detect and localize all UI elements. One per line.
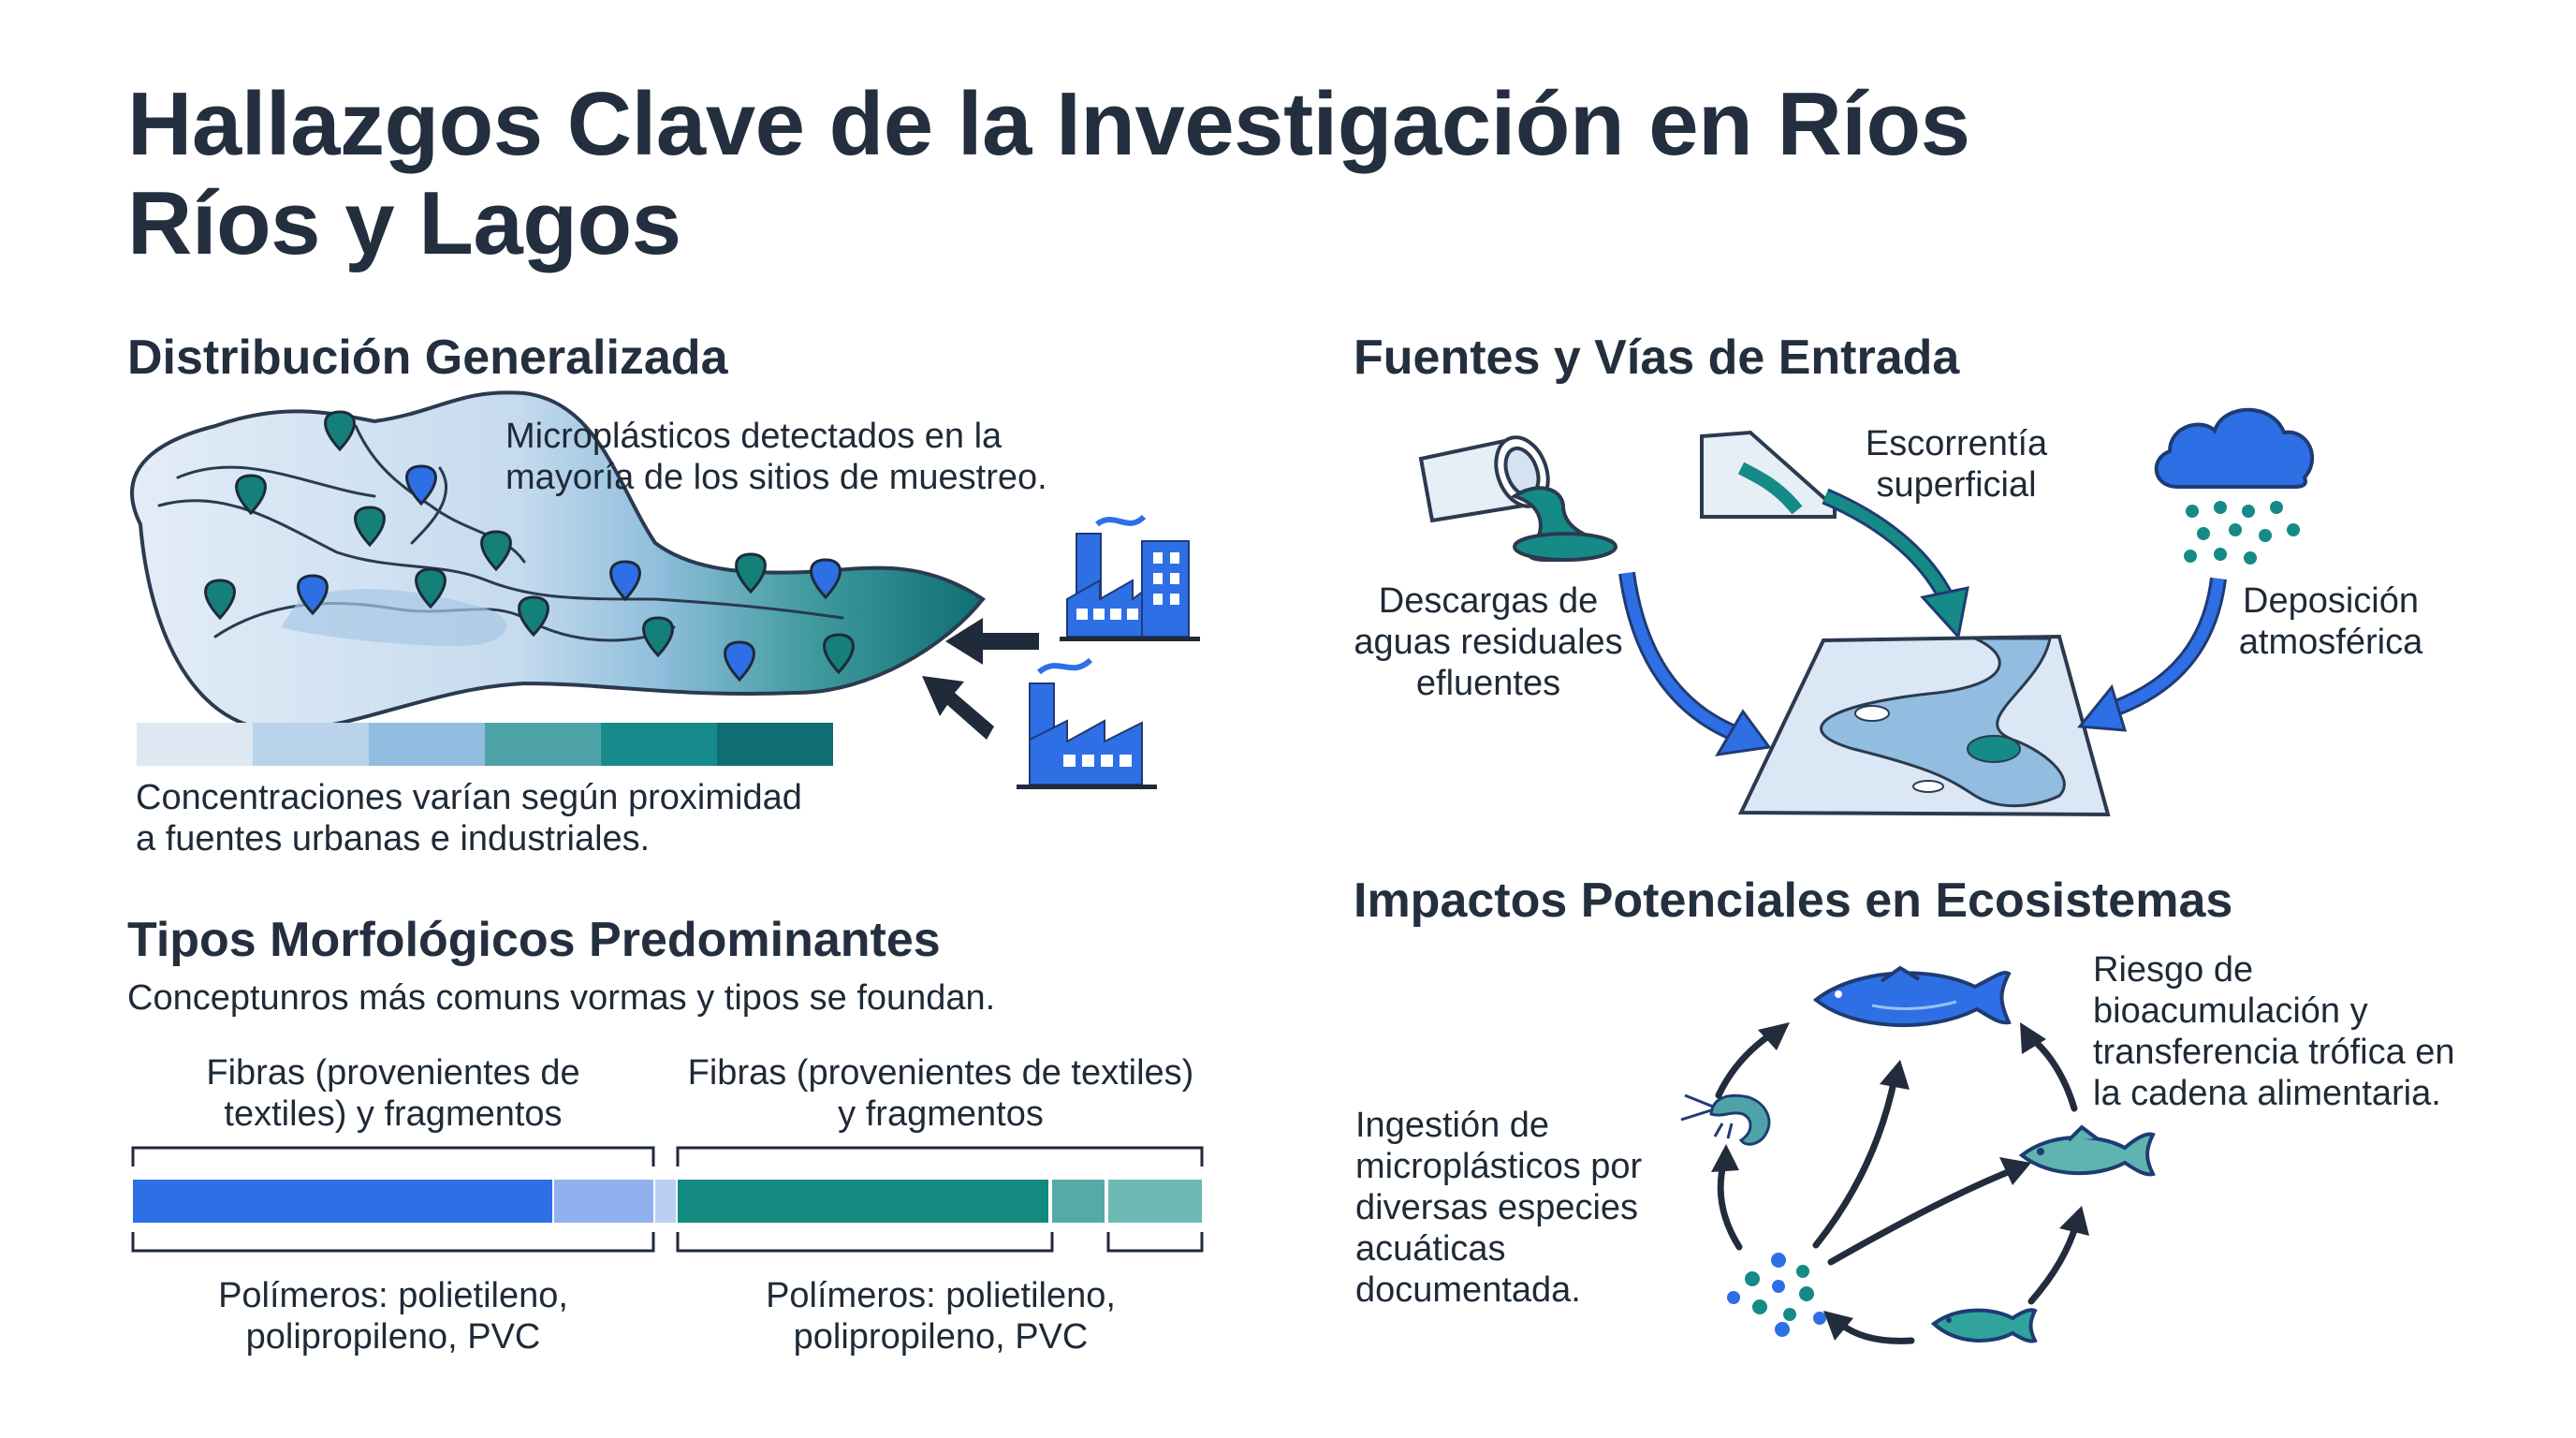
- deposicion-line2: atmosférica: [2238, 623, 2423, 662]
- callout-line1: Microplásticos detectados en la: [505, 417, 1003, 456]
- microplastic-particles: [1727, 1253, 1826, 1337]
- riesgo-line3: transferencia trófica en: [2093, 1033, 2455, 1072]
- pin-9: [518, 595, 549, 638]
- right-fibras-label: Fibras (provenientes de textiles) y frag…: [674, 1052, 1208, 1135]
- riesgo-label: Riesgo de bioacumulación y transferencia…: [2093, 949, 2455, 1114]
- pin-2: [235, 474, 267, 516]
- bar-fibras-blue: [133, 1180, 552, 1223]
- descargas-line1: Descargas de: [1378, 581, 1599, 621]
- page-title-line1: Hallazgos Clave de la Investigación en R…: [127, 74, 1970, 174]
- fuentes-heading: Fuentes y Vías de Entrada: [1354, 330, 1960, 385]
- sample-pins: [204, 410, 855, 682]
- bar-other-teal: [1108, 1180, 1202, 1223]
- shrimp-icon: [1680, 1093, 1771, 1146]
- ingestion-line2: microplásticos por: [1355, 1147, 1643, 1186]
- ingestion-label: Ingestión de microplásticos por diversas…: [1355, 1105, 1642, 1311]
- distribucion-heading: Distribución Generalizada: [127, 330, 728, 385]
- pin-1: [324, 410, 356, 452]
- small-fish-icon: [1930, 1308, 2038, 1343]
- source-arrows: [1618, 488, 2227, 756]
- pin-7: [204, 579, 236, 621]
- page-title-line2: Ríos y Lagos: [127, 173, 681, 273]
- morfologicos-subtitle: Conceptunros más comuns vormas y tipos s…: [127, 978, 996, 1018]
- pin-14: [724, 640, 755, 682]
- ingestion-line1: Ingestión de: [1355, 1106, 1550, 1145]
- impactos-heading: Impactos Potenciales en Ecosistemas: [1354, 873, 2233, 928]
- escorrentia-label: Escorrentía superficial: [1816, 423, 2097, 506]
- riesgo-line2: bioacumulación y: [2093, 991, 2368, 1031]
- pin-8: [297, 574, 329, 616]
- right-bottom-line1: Polímeros: polietileno,: [766, 1276, 1116, 1315]
- ingestion-line3: diversas especies: [1355, 1188, 1639, 1227]
- left-bottom-line1: Polímeros: polietileno,: [218, 1276, 568, 1315]
- legend-swatch: [253, 723, 369, 766]
- pipe-icon: [1418, 435, 1617, 563]
- ingestion-line4: acuáticas: [1355, 1229, 1506, 1269]
- deposicion-line1: Deposición: [2243, 581, 2419, 621]
- medium-fish-icon: [2018, 1124, 2156, 1177]
- distribucion-callout: Microplásticos detectados en la mayoría …: [505, 416, 1047, 498]
- right-top-line1: Fibras (provenientes de textiles): [687, 1053, 1194, 1093]
- legend-swatch: [601, 723, 717, 766]
- factory-icon: [1060, 514, 1200, 641]
- bar-fragmentos-blue: [554, 1180, 653, 1223]
- runoff-slope-icon: [1700, 430, 1837, 519]
- bar-gap-blue: [655, 1180, 676, 1223]
- pin-12: [735, 552, 767, 594]
- caption-line2: a fuentes urbanas e industriales.: [136, 819, 651, 858]
- right-bottom-line2: polipropileno, PVC: [793, 1317, 1089, 1357]
- pin-6: [415, 567, 446, 609]
- river-landscape: [1737, 634, 2111, 817]
- escorrentia-line1: Escorrentía: [1865, 424, 2048, 463]
- bar-brackets: [131, 1146, 1204, 1253]
- page-title: Hallazgos Clave de la Investigación en R…: [127, 75, 2280, 273]
- left-top-line2: textiles) y fragmentos: [224, 1094, 563, 1134]
- right-polimeros-label: Polímeros: polietileno, polipropileno, P…: [674, 1275, 1208, 1357]
- left-bottom-line2: polipropileno, PVC: [245, 1317, 541, 1357]
- bar-fragmentos-teal: [1052, 1180, 1105, 1223]
- chain-arrowheads: [1711, 1022, 2089, 1341]
- descargas-label: Descargas de aguas residuales efluentes: [1339, 580, 1638, 704]
- ingestion-line5: documentada.: [1355, 1270, 1581, 1310]
- descargas-line3: efluentes: [1415, 664, 1561, 703]
- pin-10: [609, 560, 641, 602]
- factory-arrows: [922, 618, 1039, 740]
- bar-fibras-teal: [678, 1180, 1048, 1223]
- lake-map: [130, 390, 986, 733]
- pin-15: [823, 633, 855, 675]
- left-top-line1: Fibras (provenientes de: [206, 1053, 580, 1093]
- callout-line2: mayoría de los sitios de muestreo.: [505, 458, 1047, 497]
- caption-line1: Concentraciones varían según proximidad: [136, 778, 802, 817]
- left-polimeros-label: Polímeros: polietileno, polipropileno, P…: [131, 1275, 655, 1357]
- rain-cloud-icon: [2154, 407, 2315, 565]
- left-fibras-label: Fibras (provenientes de textiles) y frag…: [131, 1052, 655, 1135]
- escorrentia-line2: superficial: [1876, 465, 2037, 505]
- distribucion-caption: Concentraciones varían según proximidad …: [136, 777, 802, 859]
- pin-5: [480, 530, 512, 572]
- legend-swatch: [137, 723, 253, 766]
- factory-icon-2: [1017, 657, 1157, 789]
- riesgo-line4: la cadena alimentaria.: [2093, 1074, 2441, 1113]
- pin-4: [354, 506, 386, 548]
- pin-11: [642, 616, 674, 658]
- lake-shape: [130, 390, 986, 733]
- pin-13: [810, 558, 842, 600]
- pin-3: [405, 464, 437, 506]
- legend-swatch: [369, 723, 485, 766]
- legend-swatch: [717, 723, 833, 766]
- legend-swatch: [485, 723, 601, 766]
- large-fish-icon: [1812, 965, 2012, 1028]
- riesgo-line1: Riesgo de: [2093, 950, 2254, 990]
- deposicion-label: Deposición atmosférica: [2209, 580, 2452, 663]
- right-top-line2: y fragmentos: [838, 1094, 1044, 1134]
- morfologicos-heading: Tipos Morfológicos Predominantes: [127, 913, 941, 967]
- descargas-line2: aguas residuales: [1354, 623, 1623, 662]
